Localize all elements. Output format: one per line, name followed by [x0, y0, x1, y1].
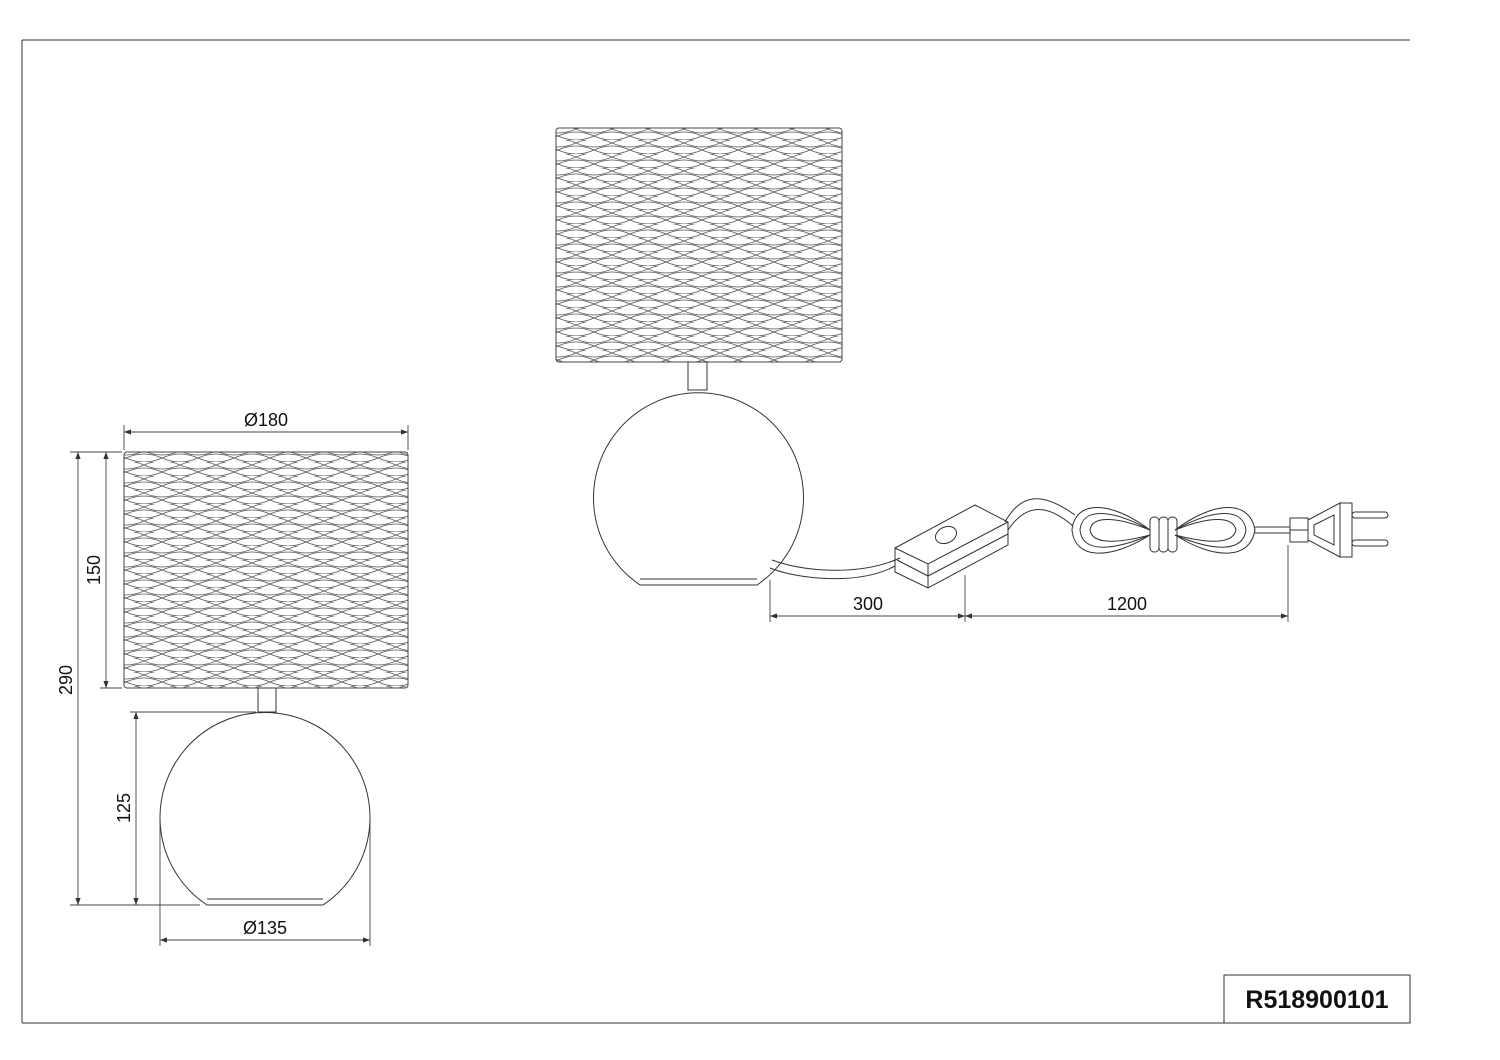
inline-switch	[894, 504, 1009, 589]
lamp-globe-base	[159, 712, 371, 906]
dimension-base-height: 125	[114, 711, 256, 905]
lamp-stem	[257, 687, 277, 713]
dim-label: 290	[56, 665, 76, 695]
cable-coil	[1071, 507, 1256, 554]
lamp-shade	[123, 451, 409, 689]
lamp-with-cable-view	[555, 127, 1389, 589]
dimension-shade-diameter: Ø180	[123, 410, 409, 450]
drawing-frame	[21, 39, 1411, 1024]
dimension-shade-height: 150	[84, 452, 122, 689]
dim-label: Ø135	[243, 918, 287, 938]
dimension-base-diameter: Ø135	[159, 820, 371, 946]
dim-label: 150	[84, 555, 104, 585]
lamp-front-view	[123, 451, 409, 906]
lamp-globe-base	[593, 392, 804, 586]
dimension-cable-to-switch: 300	[769, 545, 1289, 622]
title-block: R518900101	[1223, 974, 1411, 1024]
dim-label: Ø180	[244, 410, 288, 430]
lamp-stem	[687, 361, 708, 391]
dimension-switch-to-plug: 1200	[965, 594, 1288, 619]
power-cable	[769, 565, 896, 580]
dim-label: 125	[114, 793, 134, 823]
lamp-shade	[555, 127, 843, 363]
dim-label: 1200	[1107, 594, 1147, 614]
switch-button-icon	[934, 525, 958, 545]
dim-label: 300	[853, 594, 883, 614]
part-number: R518900101	[1245, 986, 1388, 1014]
dimension-total-height: 290	[56, 451, 200, 906]
euro-plug-icon	[1289, 502, 1389, 558]
